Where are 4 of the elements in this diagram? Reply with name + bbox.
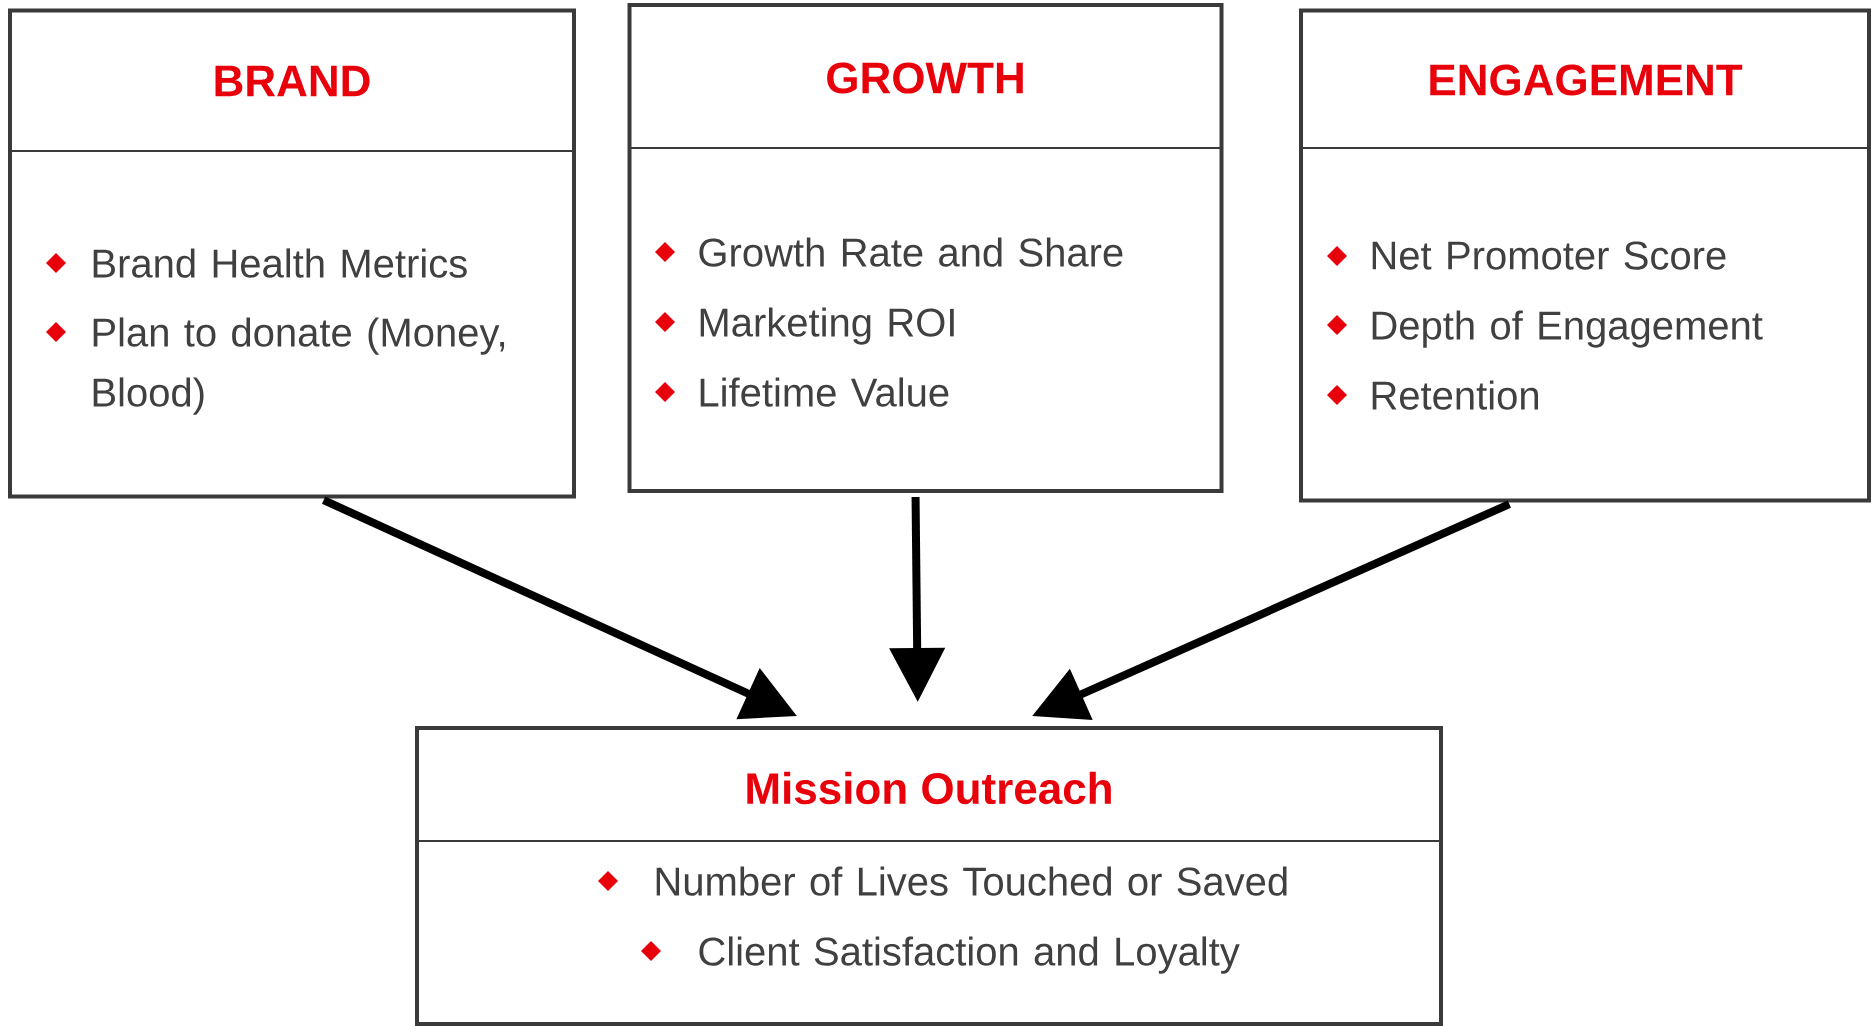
text-box: Mission Outreach Number of Lives Touched or Saved Client Satisfaction and Loyalty [415,726,1443,1026]
text-box: ENGAGEMENT Net Promoter Score Depth of Engagement Retention [1299,8,1871,503]
text-box: GROWTH Growth Rate and Share Marketing ROI Lifetime Value [627,3,1224,493]
text-box: BRAND Brand Health Metrics Plan to donate (Money, Blood) [8,8,576,499]
